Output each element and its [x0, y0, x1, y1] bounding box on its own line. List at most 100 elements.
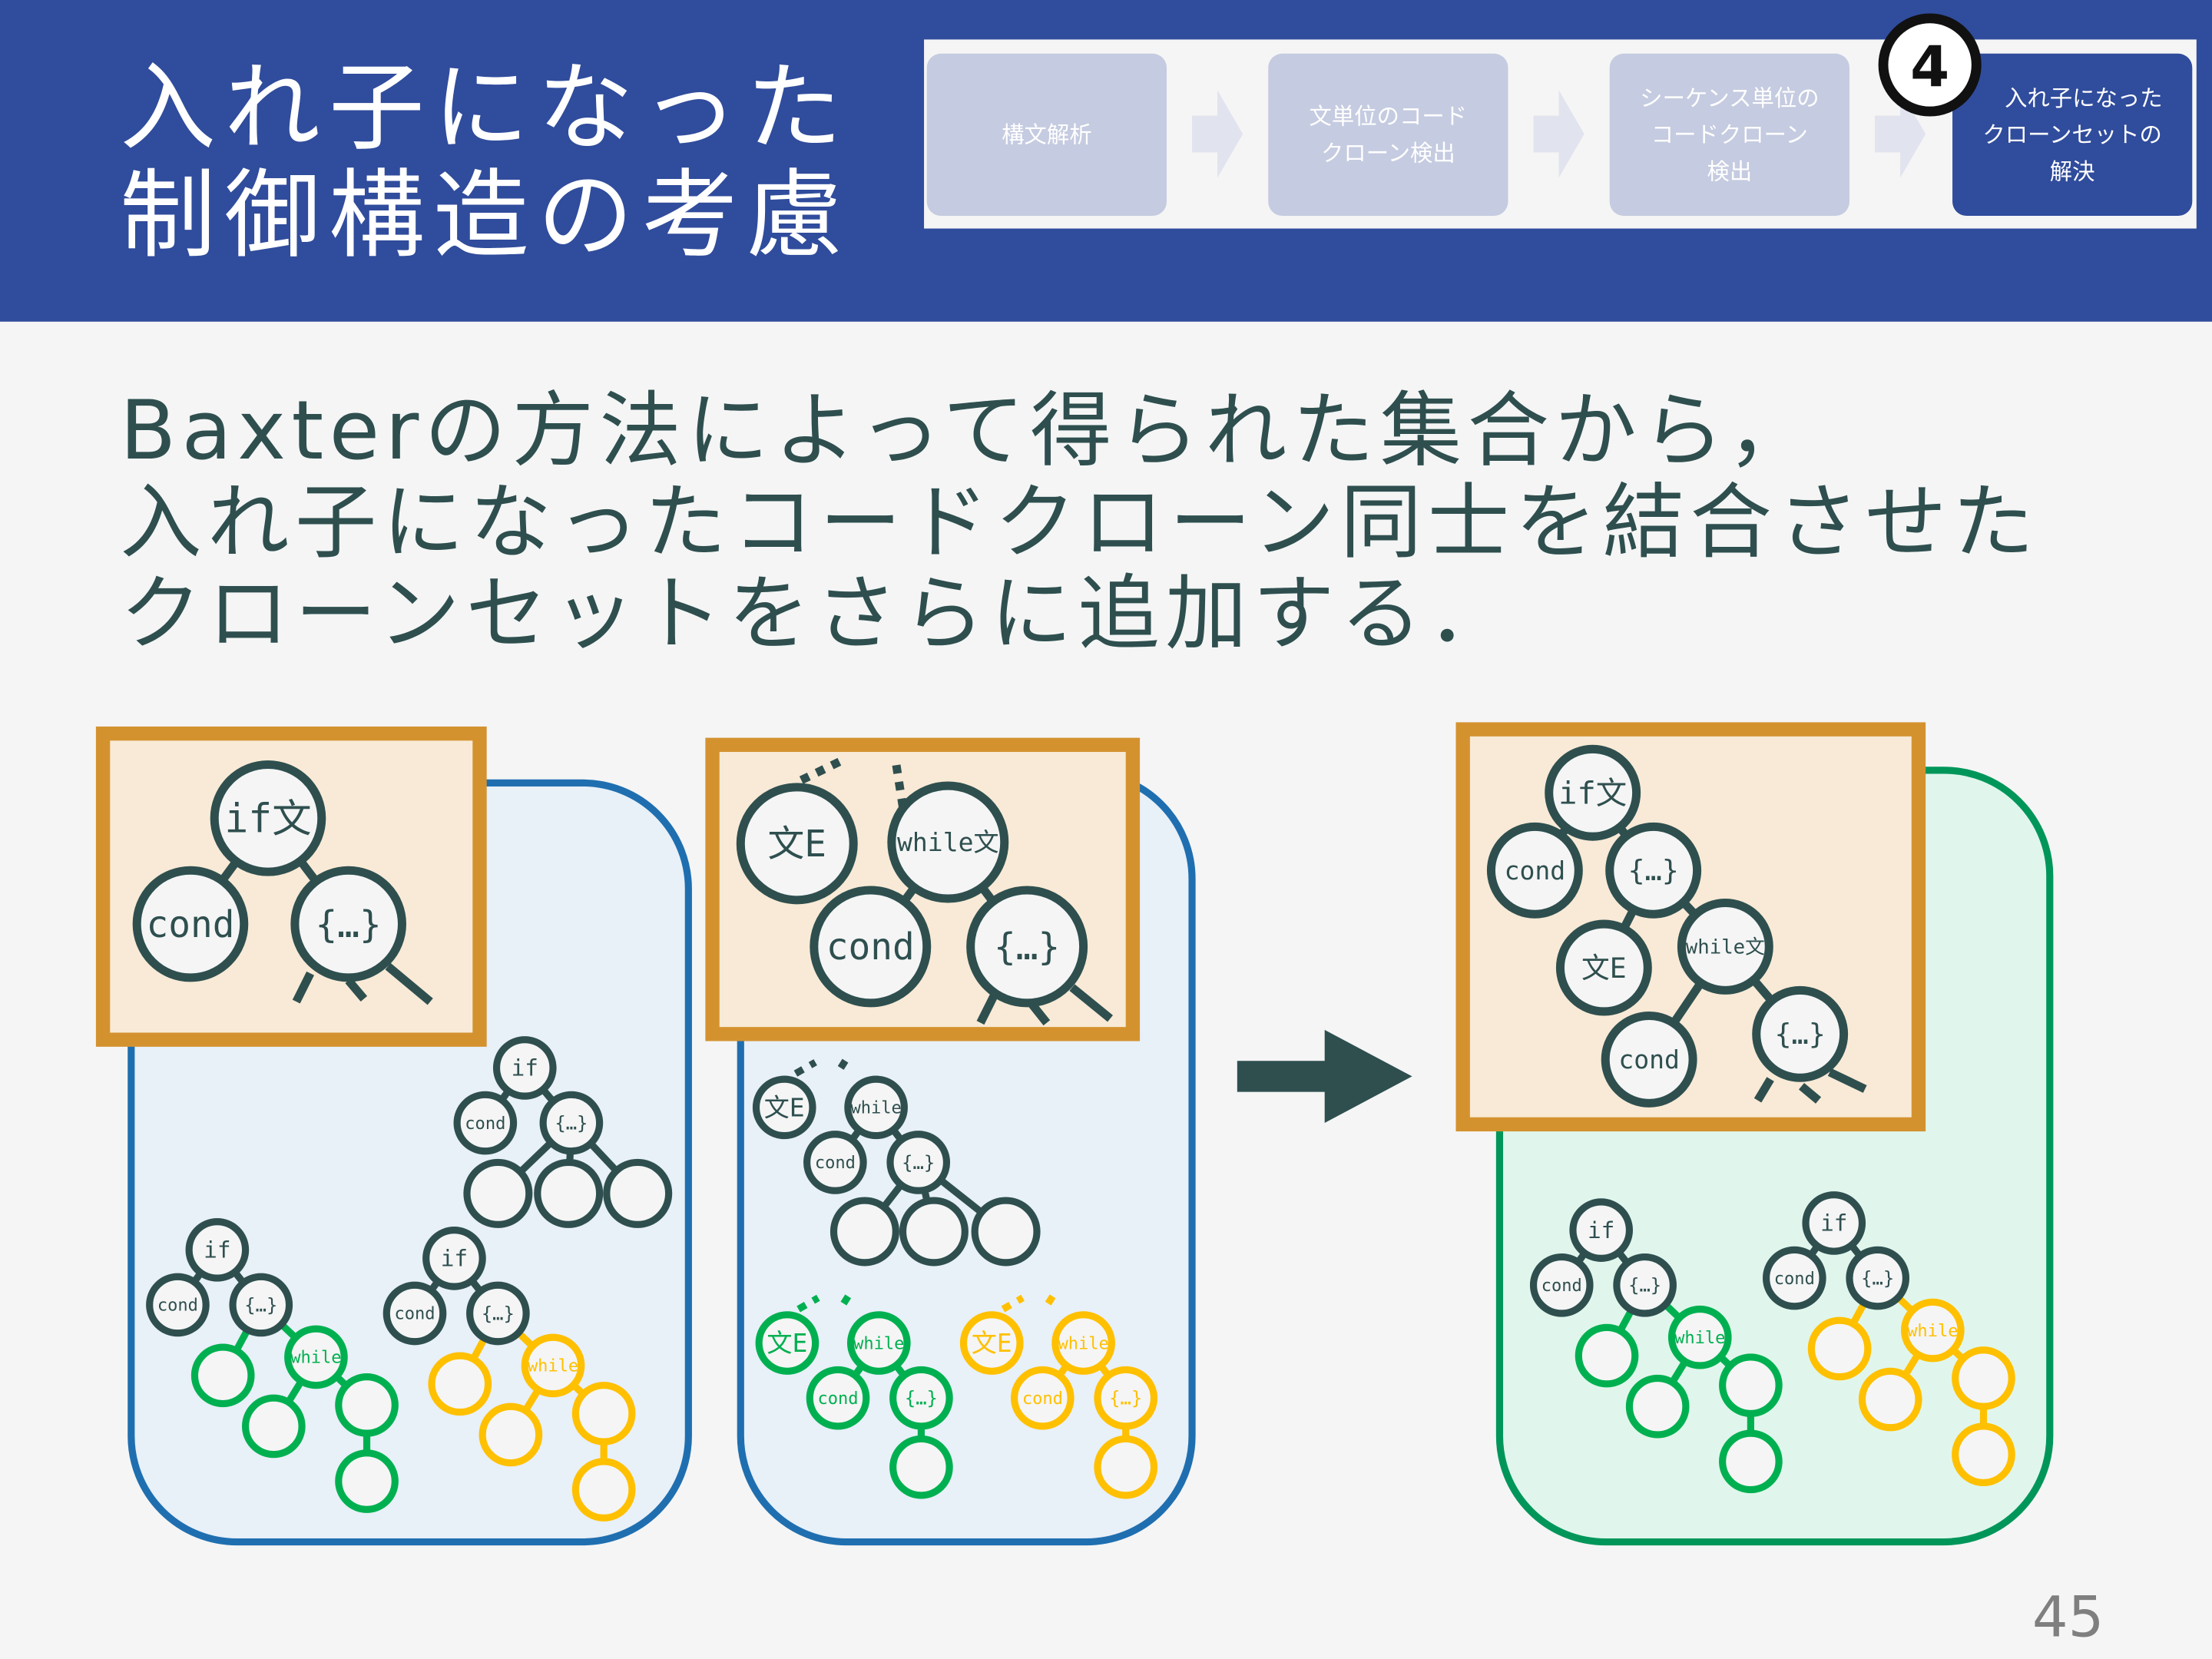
tree-node — [335, 1373, 399, 1437]
tree-node — [466, 1281, 530, 1346]
tree-node — [428, 1352, 492, 1416]
tree-node-label: {…} — [902, 1152, 935, 1174]
tree-node — [810, 886, 932, 1008]
tree-node — [190, 1343, 255, 1408]
tree-node — [242, 1394, 306, 1459]
tree-node-label: while文 — [1686, 935, 1765, 959]
tree-node — [422, 1227, 486, 1290]
tree-node-label: while — [853, 1334, 904, 1353]
tree-node — [889, 1435, 953, 1499]
tree-node — [966, 886, 1088, 1008]
body-text-line-1: Baxterの方法によって得られた集合から， — [120, 383, 1815, 478]
tree-node-label: 文E — [767, 1328, 807, 1358]
tree-node — [453, 1091, 518, 1155]
step-label: 入れ子になった — [2005, 85, 2163, 111]
tree-node-label: while — [1058, 1334, 1108, 1353]
tree-node-label: {…} — [555, 1112, 588, 1134]
tree-node-label: 文E — [768, 823, 827, 866]
tree-node — [1555, 919, 1652, 1016]
tree-node — [1719, 1429, 1783, 1494]
tree-node-label: {…} — [244, 1294, 277, 1316]
step-box-2 — [1268, 53, 1508, 217]
tree-edge-stub — [1827, 1068, 1867, 1093]
tree-edge-dotted — [840, 1290, 854, 1306]
tree-node — [1752, 985, 1849, 1082]
tree-node — [463, 1158, 533, 1228]
tree-node-label: cond — [465, 1114, 505, 1134]
step-label: クローン検出 — [1321, 140, 1455, 166]
tree-node — [1094, 1435, 1158, 1499]
tree-edge-stub — [976, 992, 998, 1025]
tree-node-label: {…} — [1628, 1275, 1661, 1296]
tree-node — [1763, 1246, 1826, 1310]
tree-node-label: 文E — [764, 1092, 805, 1122]
tree-node-label: while — [1907, 1322, 1958, 1341]
tree-node-label: cond — [1505, 856, 1566, 886]
tree-node-label: {…} — [905, 1388, 938, 1409]
tree-node — [846, 1311, 911, 1375]
tree-node — [185, 1218, 250, 1282]
tree-node — [959, 1311, 1024, 1375]
tree-node — [534, 1158, 604, 1228]
tree-node-label: while文 — [897, 827, 999, 857]
step-arrow-icon — [1192, 90, 1243, 178]
tree-node — [899, 1197, 969, 1267]
tree-node — [335, 1449, 399, 1513]
tree-node-label: cond — [1774, 1270, 1815, 1289]
tree-node-label: cond — [157, 1296, 198, 1316]
tree-node — [1625, 1374, 1690, 1439]
tree-node — [887, 781, 1009, 903]
tree-node-label: cond — [815, 1154, 856, 1173]
tree-node — [752, 1075, 816, 1140]
tree-node-label: {…} — [482, 1303, 515, 1324]
tree-node — [1807, 1316, 1872, 1381]
tree-node — [1901, 1298, 1965, 1363]
tree-node-label: 文E — [972, 1328, 1012, 1358]
tree-node — [1575, 1323, 1639, 1388]
tree-node-label: cond — [1618, 1045, 1680, 1075]
tree-node — [1601, 1011, 1697, 1108]
tree-node-label: if — [204, 1237, 230, 1263]
tree-node-label: if — [441, 1246, 468, 1272]
tree-node — [210, 760, 326, 876]
tree-node — [132, 866, 249, 982]
tree-node-label: {…} — [316, 904, 382, 946]
tree-node — [478, 1402, 543, 1467]
tree-node-label: {…} — [1861, 1267, 1894, 1289]
tree-node — [1605, 822, 1702, 919]
tree-node — [1667, 1305, 1732, 1369]
tree-node — [229, 1273, 293, 1337]
tree-node — [1952, 1422, 2015, 1486]
tree-node-label: {…} — [1775, 1018, 1826, 1051]
tree-node — [146, 1273, 210, 1337]
tree-node — [830, 1197, 899, 1267]
tree-edge-stub — [1069, 984, 1113, 1022]
tree-edge-stub — [292, 971, 315, 1004]
tree-edge-dotted — [793, 1059, 817, 1077]
step-label: シーケンス単位の — [1640, 85, 1820, 111]
tree-edge-dotted — [799, 757, 842, 784]
tree-node — [521, 1333, 585, 1398]
tree-edge-dotted — [1001, 1294, 1025, 1313]
tree-edge-dotted — [891, 760, 907, 808]
tree-node-label: {…} — [1109, 1388, 1142, 1409]
step-box-3 — [1609, 53, 1849, 217]
tree-node — [1545, 744, 1641, 841]
tree-node — [1486, 822, 1583, 919]
tree-node-label: while — [528, 1357, 578, 1376]
tree-node — [806, 1366, 870, 1430]
page-number: 45 — [2032, 1585, 2104, 1651]
syntax-tree: 文E while cond {…} — [755, 1290, 953, 1499]
tree-node — [886, 1131, 951, 1194]
tree-node-label: cond — [817, 1389, 858, 1409]
step-label: クローンセットの — [1982, 122, 2162, 148]
slide-title-line-2: 制御構造の考慮 — [120, 160, 850, 271]
tree-node-label: {…} — [994, 926, 1060, 969]
tree-node — [736, 783, 858, 905]
